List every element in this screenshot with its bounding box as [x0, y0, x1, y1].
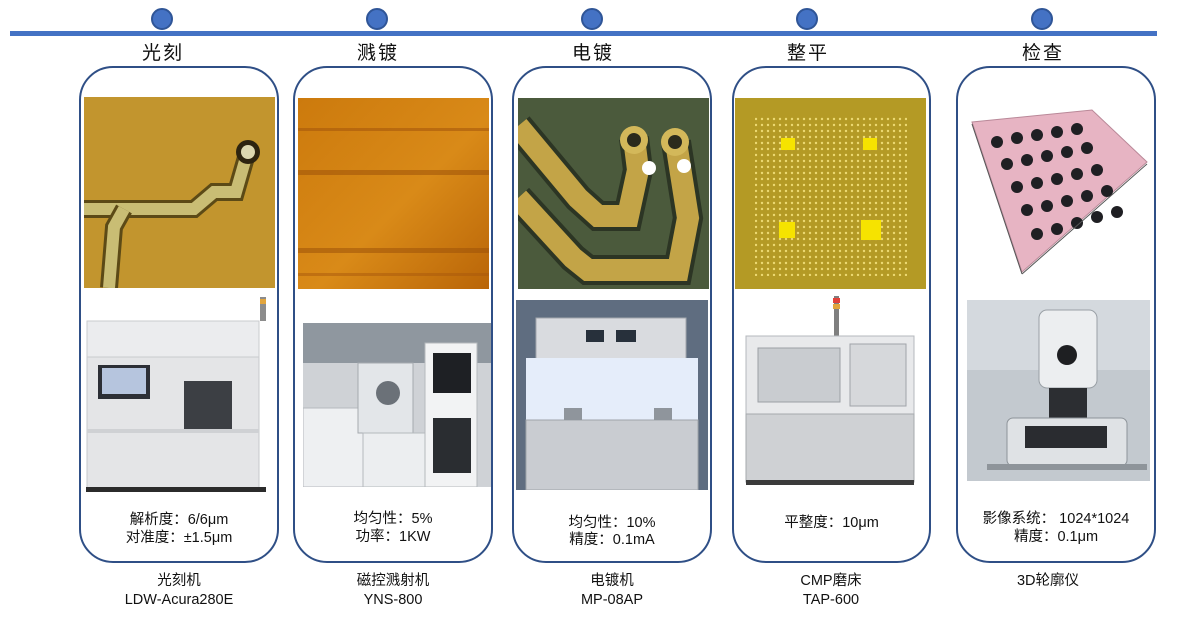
sputtering-spec-1: 均匀性：5%	[353, 511, 433, 527]
step-title-2: 溅镀	[356, 43, 399, 64]
planarization-machine-type: CMP磨床	[800, 573, 862, 589]
electroplating-spec-1: 均匀性：10%	[568, 515, 656, 531]
timeline-dot-4	[796, 8, 818, 30]
timeline-dot-2	[366, 8, 388, 30]
timeline-dot-3	[581, 8, 603, 30]
planarization-machine-photo	[738, 296, 922, 486]
planarization-spec-1: 平整度：10μm	[784, 515, 879, 531]
lithography-caption: 光刻机 LDW-Acura280E	[79, 572, 279, 610]
step-title-4: 整平	[786, 43, 829, 64]
electroplating-spec-2: 精度：0.1mA	[569, 532, 655, 548]
sputtering-caption: 磁控溅射机 YNS-800	[293, 572, 493, 610]
lithography-machine-photo	[84, 295, 275, 493]
inspection-caption: 3D轮廓仪	[948, 572, 1148, 591]
timeline-dot-5	[1031, 8, 1053, 30]
step-title-1: 光刻	[141, 43, 184, 64]
planarization-machine-model: TAP-600	[802, 592, 860, 608]
inspection-spec-2: 精度：0.1μm	[1013, 529, 1099, 545]
step-title-3: 电镀	[571, 43, 614, 64]
sputtering-machine-type: 磁控溅射机	[356, 573, 430, 589]
inspection-spec-1: 影像系统： 1024*1024	[982, 511, 1130, 527]
sputtering-machine-photo	[303, 323, 491, 487]
timeline-dot-1	[151, 8, 173, 30]
step-title-5: 检查	[1021, 43, 1064, 64]
electroplating-caption: 电镀机 MP-08AP	[512, 572, 712, 610]
lithography-spec-1: 解析度：6/6μm	[129, 512, 229, 528]
electroplating-micrograph	[518, 98, 709, 289]
electroplating-machine-model: MP-08AP	[580, 592, 644, 608]
lithography-spec-2: 对准度：±1.5μm	[125, 530, 233, 546]
lithography-micrograph	[84, 97, 275, 288]
planarization-caption: CMP磨床 TAP-600	[731, 572, 931, 610]
lithography-machine-model: LDW-Acura280E	[124, 592, 234, 608]
inspection-3d-profile	[962, 102, 1152, 292]
inspection-machine-type: 3D轮廓仪	[1016, 573, 1080, 589]
sputtering-spec-2: 功率：1KW	[355, 529, 431, 545]
sputtering-machine-model: YNS-800	[363, 592, 423, 608]
lithography-machine-type: 光刻机	[157, 573, 201, 589]
electroplating-machine-type: 电镀机	[590, 573, 634, 589]
process-timeline	[10, 31, 1157, 36]
electroplating-machine-photo	[516, 300, 708, 490]
sputtering-micrograph	[298, 98, 489, 289]
inspection-machine-photo	[967, 300, 1150, 481]
planarization-micrograph	[735, 98, 926, 289]
